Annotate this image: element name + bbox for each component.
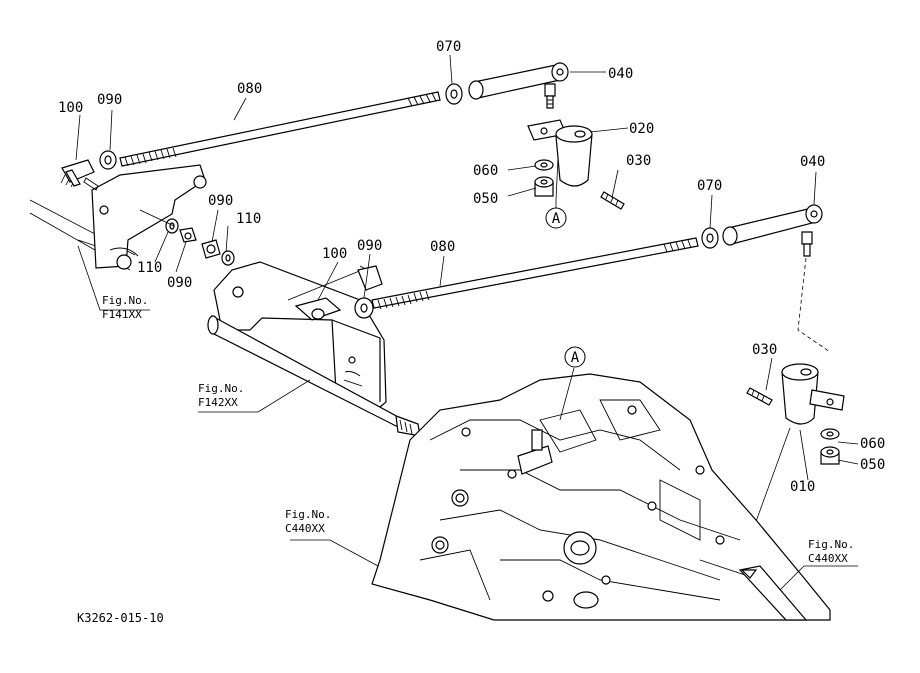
clevis-100-left <box>61 159 99 191</box>
pin-030-lower <box>746 387 773 406</box>
callout-110-left: 110 <box>137 260 162 276</box>
reference-a-top: A <box>545 207 567 229</box>
callout-060-lower: 060 <box>860 436 885 452</box>
washer-060-upper <box>534 159 554 171</box>
callout-090-top-left: 090 <box>97 92 122 108</box>
lever-020 <box>527 119 593 187</box>
callout-040-lower: 040 <box>800 154 825 170</box>
callout-110-right: 110 <box>236 211 261 227</box>
nut-050-upper <box>534 176 554 197</box>
reference-a-bottom: A <box>564 346 586 368</box>
figure-references: Fig.No. F141XX Fig.No. F142XX Fig.No. C4… <box>102 294 854 565</box>
callout-080-lower: 080 <box>430 239 455 255</box>
rod-080-upper <box>119 91 441 167</box>
fig-f141-label: Fig.No. <box>102 294 148 307</box>
nut-090-left <box>99 150 117 170</box>
callout-030-lower: 030 <box>752 342 777 358</box>
fig-c440-right-code: C440XX <box>808 552 848 565</box>
pin-030-upper <box>600 191 625 210</box>
drawing-code: K3262-015-10 <box>77 611 164 625</box>
callout-030-upper: 030 <box>626 153 651 169</box>
clevis-100-center <box>294 297 342 321</box>
washer-060-lower <box>820 428 840 440</box>
rod-end-040-upper <box>468 62 569 100</box>
nut-090-center-right <box>354 297 374 319</box>
callout-labels: 100 090 080 070 040 020 060 030 050 090 … <box>58 39 885 495</box>
ref-a-bottom-text: A <box>571 350 580 366</box>
fig-f142-label: Fig.No. <box>198 382 244 395</box>
nut-090-center <box>201 239 221 259</box>
fig-c440-left-code: C440XX <box>285 522 325 535</box>
ref-a-top-text: A <box>552 211 561 227</box>
callout-010: 010 <box>790 479 815 495</box>
callout-090-center: 090 <box>357 238 382 254</box>
callout-040-upper: 040 <box>608 66 633 82</box>
rod-end-040-lower <box>722 204 823 246</box>
callout-070-lower: 070 <box>697 178 722 194</box>
left-bracket-assembly <box>29 150 235 271</box>
nut-050-lower <box>820 446 840 465</box>
nut-070-upper <box>445 83 463 105</box>
fig-f142-code: F142XX <box>198 396 238 409</box>
fig-c440-left-label: Fig.No. <box>285 508 331 521</box>
lever-010 <box>781 363 845 425</box>
callout-050-lower: 050 <box>860 457 885 473</box>
callout-080-upper: 080 <box>237 81 262 97</box>
leader-lines <box>75 54 859 591</box>
callout-100-left: 100 <box>58 100 83 116</box>
fig-c440-right-label: Fig.No. <box>808 538 854 551</box>
washer-110-left <box>165 218 179 234</box>
callout-020: 020 <box>629 121 654 137</box>
callout-090-bracket-bottom: 090 <box>167 275 192 291</box>
ball-stud-upper <box>544 83 556 109</box>
callout-070-upper: 070 <box>436 39 461 55</box>
center-bracket-assembly <box>207 261 421 437</box>
callout-060-upper: 060 <box>473 163 498 179</box>
washer-110-center <box>221 250 235 266</box>
nut-090-mid <box>179 227 197 243</box>
ball-stud-lower <box>801 231 813 257</box>
fig-f141-code: F141XX <box>102 308 142 321</box>
nut-070-lower <box>701 227 719 249</box>
transmission-case <box>371 373 831 621</box>
upper-rod-assembly <box>119 62 625 210</box>
callout-090-bracket-top: 090 <box>208 193 233 209</box>
rod-080-lower <box>371 237 699 310</box>
callout-050-upper: 050 <box>473 191 498 207</box>
callout-100-center: 100 <box>322 246 347 262</box>
lower-rod-assembly <box>371 204 845 561</box>
